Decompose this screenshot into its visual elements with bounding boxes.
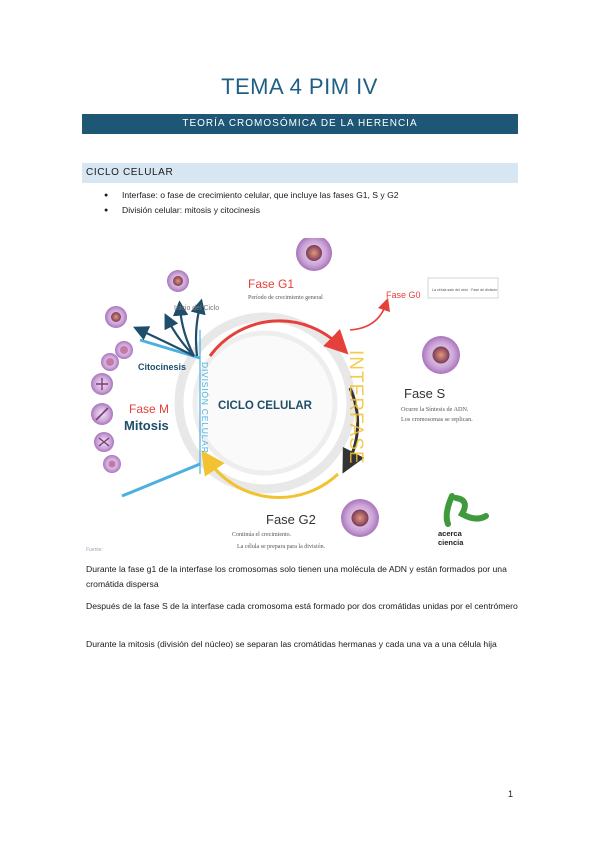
g1-arc xyxy=(208,319,349,357)
page-title: TEMA 4 PIM IV xyxy=(221,74,378,99)
outer-ring xyxy=(174,312,356,494)
g0-arrow xyxy=(349,297,391,331)
acercaciencia-logo: acerca ciencia xyxy=(438,493,489,547)
g0-label: Fase G0 xyxy=(386,290,421,300)
cell-mitosis-2-icon xyxy=(101,353,119,371)
cell-s-icon xyxy=(422,336,460,374)
cell-divided-icon xyxy=(105,306,127,328)
paragraph-2: Después de la fase S de la interfase cad… xyxy=(86,601,518,611)
figure-caption: Fuente: xyxy=(86,547,103,553)
citocinesis-arrow-1 xyxy=(164,313,195,357)
fase-m-label: Fase M xyxy=(129,402,169,416)
bullet-item-division: División celular: mitosis y citocinesis xyxy=(104,203,399,218)
bullet-list: Interfase: o fase de crecimiento celular… xyxy=(104,188,399,218)
g1-title: Fase G1 xyxy=(248,277,294,291)
g2-subtitle-1: Continúa el crecimiento. xyxy=(232,532,292,538)
mitosis-label: Mitosis xyxy=(124,418,169,433)
division-label: DIVISIÓN CELULAR xyxy=(200,362,210,454)
division-bottom-line xyxy=(121,462,201,498)
inner-ring xyxy=(192,330,338,476)
cell-mitosis-4-icon xyxy=(91,403,113,425)
page-number: 1 xyxy=(508,789,514,799)
section-heading: CICLO CELULAR xyxy=(82,163,518,183)
citocinesis-label: Citocinesis xyxy=(138,362,186,372)
g2-title: Fase G2 xyxy=(266,512,316,527)
g0-box xyxy=(427,277,499,299)
cell-cycle-diagram: La célula sale del ciclo · Fase de divis… xyxy=(91,238,499,550)
logo-text-2: ciencia xyxy=(438,538,464,547)
s-subtitle-2: Los cromosomas se replican. xyxy=(401,416,473,423)
cell-mitosis-1-icon xyxy=(115,341,133,359)
g2-subtitle-2: La célula se prepara para la división. xyxy=(237,544,326,550)
g1-subtitle: Período de crecimiento general xyxy=(248,295,323,301)
citocinesis-arrow-4 xyxy=(190,298,206,357)
cell-mitosis-5-icon xyxy=(94,432,114,452)
logo-text-1: acerca xyxy=(438,529,463,538)
bullet-item-interfase: Interfase: o fase de crecimiento celular… xyxy=(104,188,399,203)
citocinesis-arrow-3 xyxy=(172,300,195,357)
paragraph-3: Durante la mitosis (división del núcleo)… xyxy=(86,639,497,649)
cell-g1-icon xyxy=(296,238,332,271)
center-label: CICLO CELULAR xyxy=(218,400,313,412)
paragraph-1: Durante la fase g1 de la interfase los c… xyxy=(86,564,507,589)
citocinesis-arrow-2 xyxy=(133,326,195,357)
s-title: Fase S xyxy=(404,386,446,401)
cell-mitosis-6-icon xyxy=(103,455,121,473)
interfase-label: INTERFASE xyxy=(345,350,366,465)
s-subtitle-1: Ocurre la Síntesis de ADN. xyxy=(401,406,469,413)
cell-start-icon xyxy=(167,270,189,292)
cell-g2-icon xyxy=(341,499,379,537)
subtitle-banner: TEORÍA CROMOSÓMICA DE LA HERENCIA xyxy=(82,114,518,134)
s-arc xyxy=(342,387,365,474)
inicio-label: Inicio del Ciclo xyxy=(174,305,219,312)
g0-box-text: La célula sale del ciclo · Fase de divis… xyxy=(432,288,497,292)
g2-arc xyxy=(201,450,340,499)
cell-mitosis-3-icon xyxy=(91,373,113,395)
